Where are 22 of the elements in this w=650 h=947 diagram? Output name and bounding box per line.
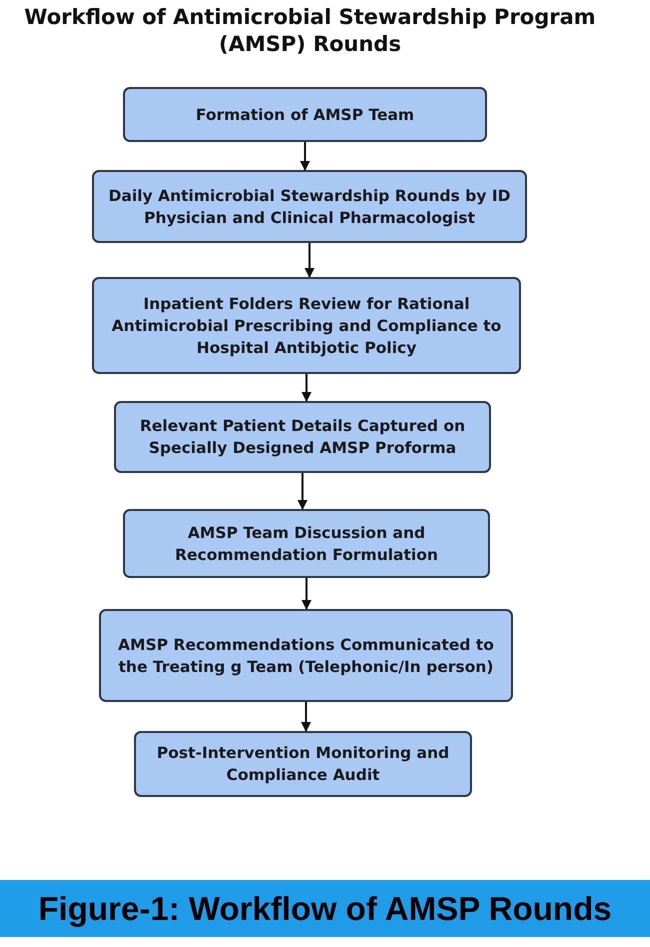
arrow [300,142,310,171]
step-text: Relevant Patient Details Captured on Specially Designed AMSP Proforma [138,416,466,459]
process-box [92,277,521,374]
diagram-title: Workflow of Antimicrobial Stewardship Program (AMSP) Rounds [23,4,597,58]
step-text: AMSP Team Discussion and Recommendation Formulation [174,522,440,566]
step-text: Post-Intervention Monitoring and Compliance Audit [156,743,450,786]
process-box [134,731,472,797]
process-box [123,509,490,578]
process-box [99,609,513,702]
process-box [123,87,487,142]
figure-caption: Figure-1: Workflow of AMSP Rounds [38,890,612,928]
step-text: Inpatient Folders Review for Rational Antimicrobial Prescribing and Compliance to Hospital Antibjotic Policy [110,294,502,358]
step-text: Daily Antimicrobial Stewardship Rounds by ID Physician and Clinical Pharmacologist [108,186,512,228]
arrow [302,374,312,402]
arrow [301,702,311,732]
arrow [302,578,312,610]
arrow [304,243,314,278]
arrow [298,473,308,510]
step-text: AMSP Recommendations Communicated to the Treating g Team (Telephonic/In person) [117,634,495,678]
process-box [92,170,527,243]
step-text: Formation of AMSP Team [196,104,414,126]
process-box [114,401,491,473]
